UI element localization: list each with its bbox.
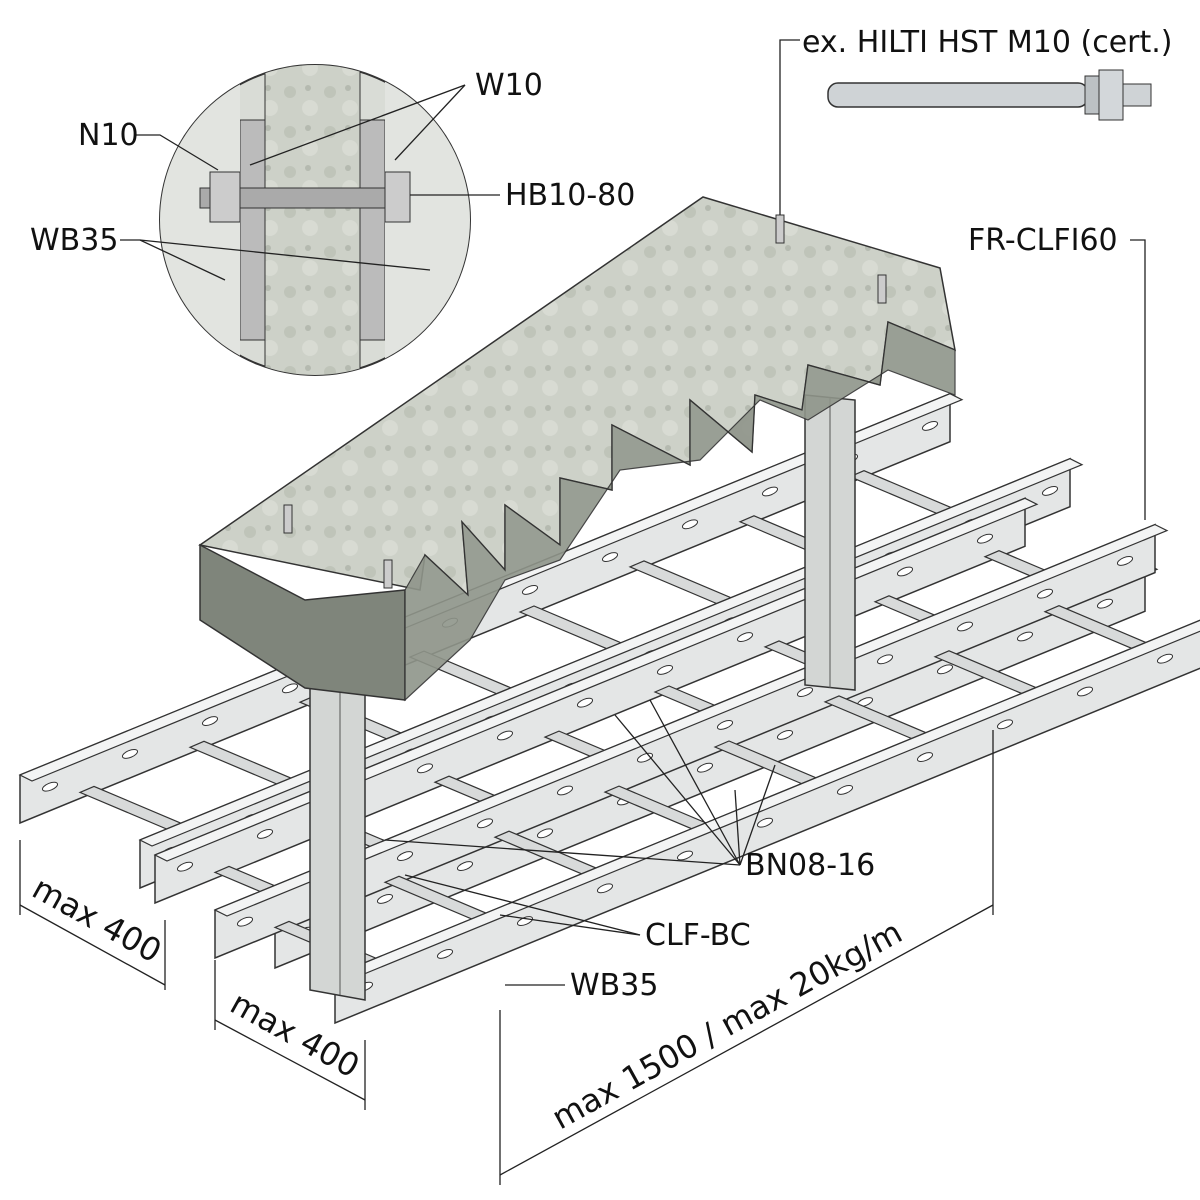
tray-3-back-rail-slot [236, 916, 254, 927]
anchor-bolt-icons [283, 214, 887, 589]
tray-2-back-rail-slot [576, 697, 594, 708]
label-bolt-nut: BN08-16 [745, 848, 875, 883]
tray-2-back-rail-slot [256, 828, 274, 839]
tray-2-back-rail-slot [736, 632, 754, 643]
tray-1-back-rail-slot [201, 716, 219, 727]
nut-icon [209, 171, 241, 223]
tray-1-back-rail-slot [41, 781, 59, 792]
label-nut: N10 [78, 118, 139, 153]
tray-2-back-rail-slot [656, 664, 674, 675]
tray-3-back-rail-slot [796, 687, 814, 698]
tray-2-front-rail-slot [1016, 631, 1034, 642]
tray-2-front-rail-slot [456, 861, 474, 872]
tray-3-front-rail-slot [756, 817, 774, 828]
tray-3-back-rail-slot [1036, 588, 1054, 599]
tray-1-back-rail-slot [281, 683, 299, 694]
tray-2-back-rail-slot [496, 730, 514, 741]
label-anchor: ex. HILTI HST M10 (cert.) [802, 25, 1173, 60]
tray-3-front-rail-slot [1076, 686, 1094, 697]
tray-1-back-rail-slot [601, 552, 619, 563]
label-bolt: HB10-80 [505, 178, 635, 213]
tray-3-front-rail-slot [676, 850, 694, 861]
tray-2-back-rail-slot [176, 861, 194, 872]
tray-1-back-rail-slot [681, 519, 699, 530]
tray-3-back-rail-slot [1116, 555, 1134, 566]
tray-2-back-rail-slot [896, 566, 914, 577]
tray-2-front-rail-slot [696, 762, 714, 773]
tray-1-back-rail-slot [521, 584, 539, 595]
tray-3-front-rail-slot [1156, 653, 1174, 664]
tray-3-back-rail-slot [716, 719, 734, 730]
tray-1-back-rail-slot [921, 420, 939, 431]
tray-3-front-rail-slot [996, 719, 1014, 730]
tray-3-front-rail-slot [596, 883, 614, 894]
tray-2-front-rail-slot [936, 664, 954, 675]
tray-3-back-rail-slot [876, 654, 894, 665]
tray-3-back-rail-slot [556, 785, 574, 796]
tray-3-front-rail-slot [916, 752, 934, 763]
tray-3-back-rail-slot [476, 818, 494, 829]
tray-2-back-rail-slot [976, 533, 994, 544]
tray-2-front-rail-slot [536, 828, 554, 839]
label-bracket: WB35 [570, 968, 658, 1003]
leader-lines [19, 39, 1146, 1185]
tray-3-front-rail-slot [836, 784, 854, 795]
label-bracket-detail: WB35 [30, 223, 118, 258]
tray-3-back-rail-slot [956, 621, 974, 632]
tray-2-front-rail-slot [376, 893, 394, 904]
hanger-profile-left [309, 679, 366, 1001]
tray-2-front-rail-slot [1096, 598, 1114, 609]
label-washer: W10 [475, 68, 543, 103]
concrete-slab [198, 196, 956, 702]
tray-3-front-rail-slot [436, 948, 454, 959]
tray-1-front-rail-slot [1041, 485, 1059, 496]
tray-2-front-rail-slot [776, 729, 794, 740]
label-fire-cover: FR-CLFI60 [968, 223, 1118, 258]
tray-1-back-rail-slot [121, 748, 139, 759]
tray-1-back-rail-slot [761, 486, 779, 497]
tray-3-back-rail-slot [396, 851, 414, 862]
hilti-anchor-icon [827, 69, 1152, 121]
detail-view-circle [159, 64, 471, 376]
tray-2-back-rail-slot [416, 763, 434, 774]
label-clamp: CLF-BC [645, 918, 751, 953]
